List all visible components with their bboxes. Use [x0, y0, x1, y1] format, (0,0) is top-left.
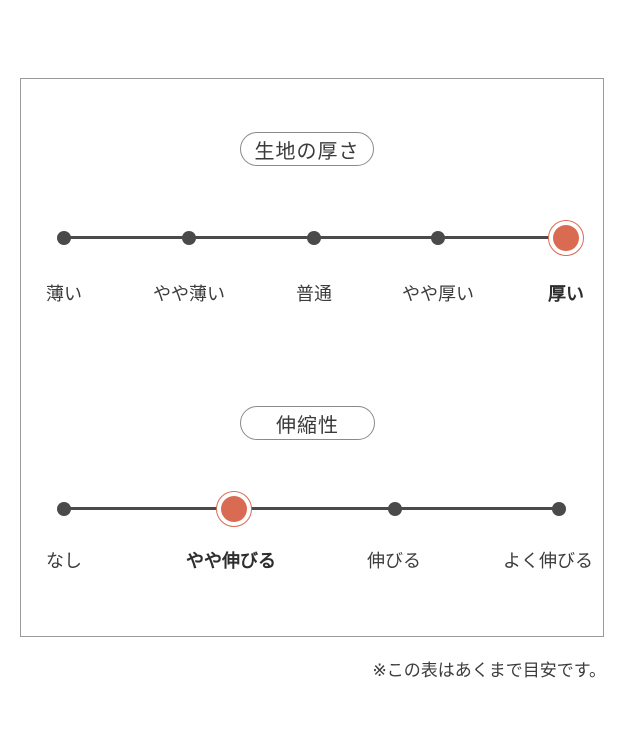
- stretch-label-4: よく伸びる: [503, 551, 593, 572]
- thickness-title: 生地の厚さ: [240, 132, 374, 166]
- stretch-point-4: [552, 501, 566, 516]
- stretch-point-1: [57, 501, 71, 516]
- thickness-point-1: [57, 230, 71, 245]
- thickness-label-5-selected: 厚い: [548, 284, 584, 305]
- thickness-point-4: [431, 230, 445, 245]
- thickness-label-1: 薄い: [46, 284, 82, 305]
- stretch-selected-marker: [216, 490, 252, 527]
- thickness-label-4: やや厚い: [402, 284, 474, 305]
- stretch-label-3: 伸びる: [367, 551, 421, 572]
- thickness-point-3: [307, 230, 321, 245]
- disclaimer-note: ※この表はあくまで目安です。: [372, 661, 606, 681]
- stretch-label-2-selected: やや伸びる: [186, 551, 276, 572]
- stretch-scale-line: [64, 507, 559, 510]
- stretch-title: 伸縮性: [240, 406, 375, 440]
- stretch-point-3: [388, 501, 402, 516]
- thickness-label-2: やや薄い: [153, 284, 225, 305]
- thickness-label-3: 普通: [296, 284, 332, 305]
- thickness-selected-marker: [548, 219, 584, 256]
- thickness-point-2: [182, 230, 196, 245]
- fabric-spec-card: [20, 78, 604, 637]
- stretch-label-1: なし: [46, 551, 82, 572]
